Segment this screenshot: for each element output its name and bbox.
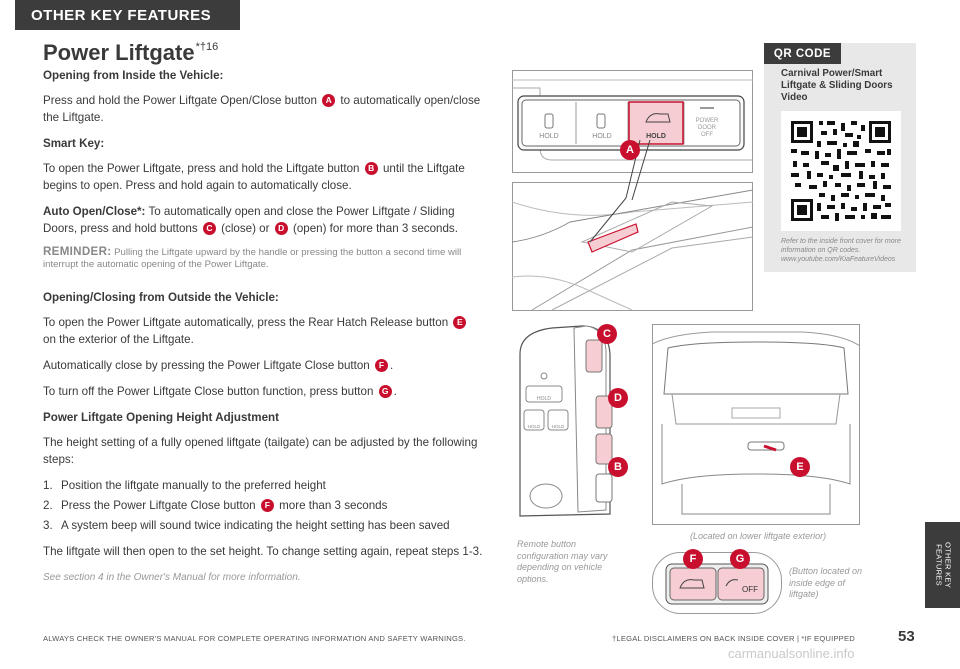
qr-title: Carnival Power/Smart Liftgate & Sliding … <box>781 68 893 103</box>
console-hold-2: HOLD <box>592 133 611 140</box>
heading-inside: Opening from Inside the Vehicle: <box>43 69 224 82</box>
callout-f: F <box>683 549 703 569</box>
badge-a: A <box>322 94 336 107</box>
console-power-1: POWER <box>696 118 719 124</box>
liftgate-buttons-illustration: OFF <box>652 552 782 614</box>
callout-c: C <box>597 324 617 344</box>
callout-a: A <box>620 140 640 160</box>
rear-vehicle-illustration <box>651 324 861 525</box>
fob-hold-top: HOLD <box>537 396 551 402</box>
auto-open-lead: Auto Open/Close*: <box>43 205 146 218</box>
para-auto-open: Auto Open/Close*: To automatically open … <box>43 205 458 235</box>
side-section-tab[interactable]: OTHER KEY FEATURES <box>925 522 960 608</box>
fob-caption: Remote button configuration may vary dep… <box>517 539 608 584</box>
console-power-3: OFF <box>701 132 713 138</box>
page-number: 53 <box>898 628 915 645</box>
figure-rear-vehicle <box>651 324 861 525</box>
step-1: 1.Position the liftgate manually to the … <box>43 479 326 492</box>
badge-g: G <box>378 385 392 398</box>
callout-d: D <box>608 388 628 408</box>
side-tab-label: OTHER KEY FEATURES <box>934 541 953 589</box>
figure-overhead <box>511 182 754 311</box>
qr-code-image[interactable] <box>781 111 901 231</box>
heading-smart-key: Smart Key: <box>43 137 105 150</box>
console-hold-1: HOLD <box>539 133 558 140</box>
section-tab: OTHER KEY FEATURES <box>15 0 240 30</box>
qr-note: Refer to the inside front cover for more… <box>781 238 901 263</box>
callout-a-pointer <box>589 140 651 243</box>
liftgate-off-label: OFF <box>742 585 758 594</box>
title-marks: *†16 <box>195 41 219 53</box>
para-outside-open: To open the Power Liftgate automatically… <box>43 314 483 348</box>
badge-f-step: F <box>260 499 274 512</box>
para-height-outro: The liftgate will then open to the set h… <box>43 545 483 558</box>
smart-key-illustration: HOLD HOLD HOLD <box>519 325 613 517</box>
rear-caption: (Located on lower liftgate exterior) <box>690 531 827 541</box>
para-inside: Press and hold the Power Liftgate Open/C… <box>43 94 481 124</box>
qr-tab: QR CODE <box>764 43 841 64</box>
overhead-illustration <box>511 182 754 311</box>
reminder: REMINDER: Pulling the Liftgate upward by… <box>43 246 483 271</box>
step-3: 3.A system beep will sound twice indicat… <box>43 519 450 532</box>
main-text: Opening from Inside the Vehicle: Press a… <box>43 67 483 586</box>
para-smart-key: To open the Power Liftgate, press and ho… <box>43 162 465 192</box>
page-title: Power Liftgate*†16 <box>43 40 218 66</box>
footer-disclaimer: †LEGAL DISCLAIMERS ON BACK INSIDE COVER … <box>612 634 855 643</box>
badge-b: B <box>364 162 378 175</box>
para-outside-close: Automatically close by pressing the Powe… <box>43 359 394 372</box>
footer-warning: ALWAYS CHECK THE OWNER'S MANUAL FOR COMP… <box>43 634 466 643</box>
callout-e: E <box>790 457 810 477</box>
figure-smart-key: HOLD HOLD HOLD <box>512 324 620 522</box>
para-outside-off: To turn off the Power Liftgate Close but… <box>43 385 397 398</box>
liftgate-caption: (Button located on inside edge of liftga… <box>789 566 863 599</box>
callout-b: B <box>608 457 628 477</box>
badge-d: D <box>274 222 288 235</box>
qr-box: QR CODE Carnival Power/Smart Liftgate & … <box>764 43 916 272</box>
heading-outside: Opening/Closing from Outside the Vehicle… <box>43 291 279 304</box>
figure-liftgate-buttons: OFF <box>652 552 782 614</box>
badge-e: E <box>453 316 467 329</box>
console-power-2: DOOR <box>698 125 717 131</box>
heading-height: Power Liftgate Opening Height Adjustment <box>43 411 279 424</box>
badge-f: F <box>374 359 388 372</box>
fob-hold-left: HOLD <box>528 424 541 429</box>
see-section-note: See section 4 in the Owner's Manual for … <box>43 572 301 583</box>
reminder-text: Pulling the Liftgate upward by the handl… <box>43 247 462 270</box>
height-steps: 1.Position the liftgate manually to the … <box>43 477 483 534</box>
reminder-label: REMINDER: <box>43 245 112 258</box>
para-height-intro: The height setting of a fully opened lif… <box>43 436 478 466</box>
step-2: 2.Press the Power Liftgate Close button … <box>43 499 388 512</box>
fob-hold-right: HOLD <box>552 424 565 429</box>
callout-g: G <box>730 549 750 569</box>
watermark: carmanualsonline.info <box>728 646 855 661</box>
badge-c: C <box>202 222 216 235</box>
page-title-text: Power Liftgate <box>43 40 195 65</box>
console-hold-3: HOLD <box>646 133 666 140</box>
